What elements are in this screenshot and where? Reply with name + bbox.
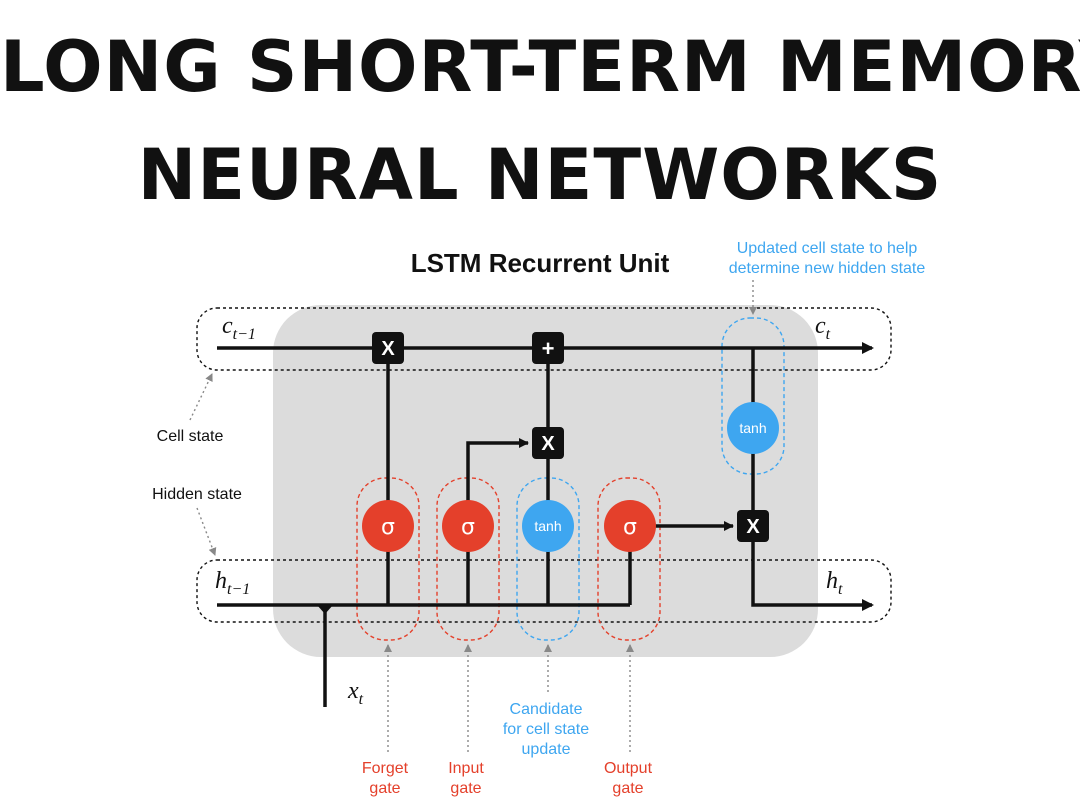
output-multiply-box [737,510,769,542]
c-next-label: ct [815,313,831,343]
h-next-label: ht [826,568,843,598]
output-gate-label-1: Output [604,760,653,777]
forget-multiply-label: X [381,338,395,360]
cell-state-side-label: Cell state [157,428,224,445]
forget-multiply-box [372,332,404,364]
forget-sigma-circle [362,500,414,552]
forget-gate-label-1: Forget [362,760,409,777]
cell-state-pointer [189,373,213,421]
input-sigma-circle [442,500,494,552]
hidden-state-side-label: Hidden state [152,486,242,503]
forget-gate-label-2: gate [369,780,400,797]
output-sigma-circle [604,500,656,552]
x-junction [317,605,333,614]
output-multiply-label: X [746,516,760,538]
cell-tanh-circle [727,402,779,454]
title-line-1: LONG SHORT-TERM MEMORY [0,26,1080,108]
updated-cell-annotation-2: determine new hidden state [729,260,926,277]
candidate-tanh-circle [522,500,574,552]
candidate-tanh-label: tanh [534,518,561,534]
candidate-label-3: update [522,741,571,758]
diagram-heading: LSTM Recurrent Unit [411,248,670,278]
title-line-2: NEURAL NETWORKS [137,134,943,216]
candidate-label-2: for cell state [503,721,589,738]
cell-tanh-label: tanh [739,420,766,436]
input-sigma-label: σ [461,515,475,540]
output-gate-label-2: gate [612,780,643,797]
output-sigma-label: σ [623,515,637,540]
cell-state-band [196,307,892,371]
updated-cell-annotation-1: Updated cell state to help [737,240,918,257]
input-multiply-box [532,427,564,459]
h-prev-label: ht−1 [215,568,250,598]
hidden-state-out-line [751,526,874,611]
input-gate-label-1: Input [448,760,484,777]
input-multiply-label: X [541,433,555,455]
forget-sigma-label: σ [381,515,395,540]
input-gate-label-2: gate [450,780,481,797]
x-label: xt [347,678,364,708]
hidden-state-pointer [196,507,217,556]
output-gate-outline [597,477,661,641]
hidden-state-band [196,559,892,623]
c-prev-label: ct−1 [222,313,256,343]
cell-add-label: + [542,336,555,361]
candidate-label-1: Candidate [510,701,583,718]
unit-background [273,305,818,657]
cell-add-box [532,332,564,364]
